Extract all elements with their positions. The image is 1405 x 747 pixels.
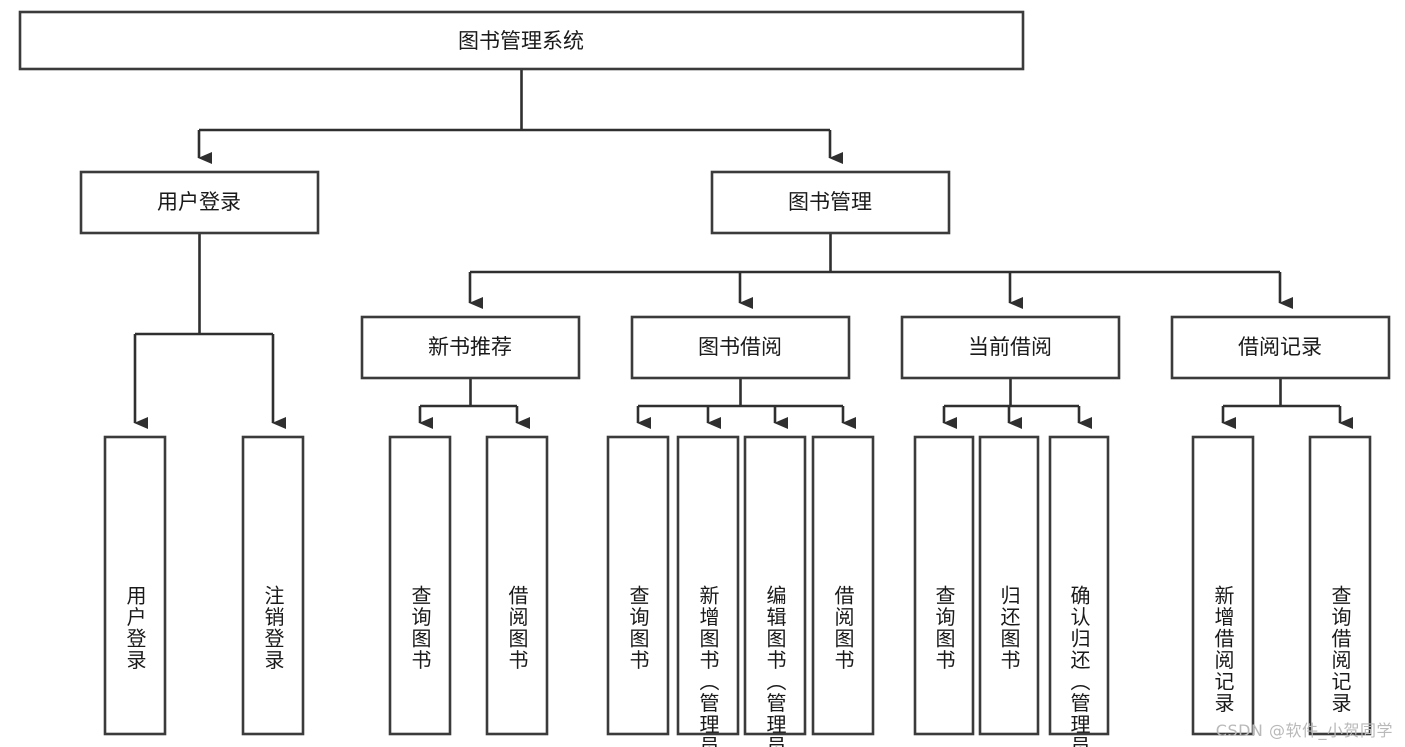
node-leaf-edit-book[interactable]: 编辑图书（管理员） xyxy=(743,435,807,747)
node-book-borrow-label: 图书借阅 xyxy=(698,335,782,359)
node-user-login-box[interactable] xyxy=(79,170,320,235)
node-book-management[interactable]: 图书管理 xyxy=(710,170,951,235)
node-root-box[interactable] xyxy=(18,10,1025,71)
node-leaf-borrow-book-b-box[interactable] xyxy=(811,435,875,736)
node-leaf-confirm-return[interactable]: 确认归还（管理员） xyxy=(1048,435,1110,747)
connectors xyxy=(133,69,1353,429)
node-leaf-user-logout-label: 注销登录 xyxy=(261,585,285,671)
node-book-management-box[interactable] xyxy=(710,170,951,235)
node-leaf-borrow-book-b[interactable]: 借阅图书 xyxy=(811,435,875,736)
node-borrow-record[interactable]: 借阅记录 xyxy=(1170,315,1391,380)
node-leaf-borrow-book-new[interactable]: 借阅图书 xyxy=(485,435,549,736)
node-leaf-user-login-label: 用户登录 xyxy=(123,585,147,671)
node-leaf-user-logout[interactable]: 注销登录 xyxy=(241,435,305,736)
node-leaf-confirm-return-box[interactable] xyxy=(1048,435,1110,736)
node-leaf-add-book[interactable]: 新增图书（管理员） xyxy=(676,435,740,747)
node-leaf-query-record-box[interactable] xyxy=(1308,435,1372,736)
node-user-login-label: 用户登录 xyxy=(157,190,241,214)
node-current-borrow[interactable]: 当前借阅 xyxy=(900,315,1121,380)
node-leaf-query-book-new-box[interactable] xyxy=(388,435,452,736)
csdn-watermark: CSDN @软件_小贺同学 xyxy=(1215,721,1393,740)
node-leaf-query-book-b-label: 查询图书 xyxy=(626,585,650,671)
node-leaf-borrow-book-new-label: 借阅图书 xyxy=(505,585,529,671)
node-new-book-recommend-box[interactable] xyxy=(360,315,581,380)
node-borrow-record-box[interactable] xyxy=(1170,315,1391,380)
node-leaf-query-book-c[interactable]: 查询图书 xyxy=(913,435,975,736)
node-leaf-user-login-box[interactable] xyxy=(103,435,167,736)
node-leaf-return-book[interactable]: 归还图书 xyxy=(978,435,1040,736)
node-leaf-add-record[interactable]: 新增借阅记录 xyxy=(1191,435,1255,736)
node-leaf-query-book-c-box[interactable] xyxy=(913,435,975,736)
node-leaf-return-book-box[interactable] xyxy=(978,435,1040,736)
node-leaf-user-logout-box[interactable] xyxy=(241,435,305,736)
node-book-borrow[interactable]: 图书借阅 xyxy=(630,315,851,380)
node-book-management-label: 图书管理 xyxy=(788,190,872,214)
node-leaf-query-book-b[interactable]: 查询图书 xyxy=(606,435,670,736)
node-leaf-query-book-new[interactable]: 查询图书 xyxy=(388,435,452,736)
node-current-borrow-label: 当前借阅 xyxy=(968,335,1052,359)
node-leaf-add-book-label: 新增图书（管理员） xyxy=(696,585,720,747)
node-leaf-edit-book-box[interactable] xyxy=(743,435,807,736)
node-root[interactable]: 图书管理系统 xyxy=(18,10,1025,71)
node-new-book-recommend-label: 新书推荐 xyxy=(428,335,512,359)
node-leaf-add-record-box[interactable] xyxy=(1191,435,1255,736)
node-leaf-borrow-book-new-box[interactable] xyxy=(485,435,549,736)
node-borrow-record-label: 借阅记录 xyxy=(1238,335,1322,359)
node-new-book-recommend[interactable]: 新书推荐 xyxy=(360,315,581,380)
node-leaf-add-record-label: 新增借阅记录 xyxy=(1211,585,1235,714)
node-leaf-query-book-new-label: 查询图书 xyxy=(408,585,432,671)
node-current-borrow-box[interactable] xyxy=(900,315,1121,380)
node-leaf-query-record-label: 查询借阅记录 xyxy=(1328,585,1352,714)
node-leaf-query-record[interactable]: 查询借阅记录 xyxy=(1308,435,1372,736)
node-user-login[interactable]: 用户登录 xyxy=(79,170,320,235)
node-leaf-edit-book-label: 编辑图书（管理员） xyxy=(763,585,787,747)
node-leaf-borrow-book-b-label: 借阅图书 xyxy=(831,585,855,671)
node-leaf-query-book-b-box[interactable] xyxy=(606,435,670,736)
node-leaf-return-book-label: 归还图书 xyxy=(997,585,1021,671)
node-leaf-query-book-c-label: 查询图书 xyxy=(932,585,956,671)
node-leaf-add-book-box[interactable] xyxy=(676,435,740,736)
node-leaf-confirm-return-label: 确认归还（管理员） xyxy=(1067,585,1091,747)
node-book-borrow-box[interactable] xyxy=(630,315,851,380)
node-root-label: 图书管理系统 xyxy=(458,29,584,53)
node-leaf-user-login[interactable]: 用户登录 xyxy=(103,435,167,736)
